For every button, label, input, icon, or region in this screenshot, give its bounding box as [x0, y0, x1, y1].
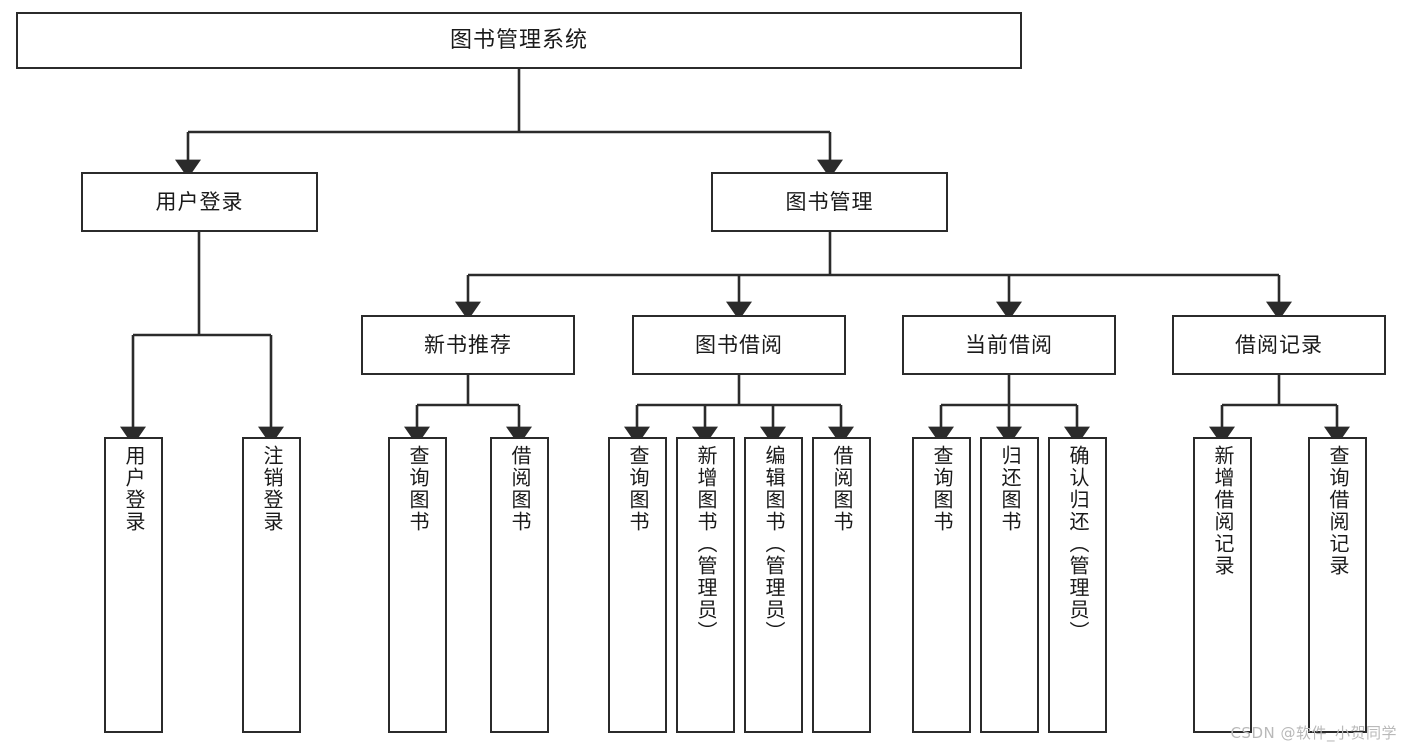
node-leaf-query-record[interactable]: 查询借阅记录: [1308, 437, 1367, 733]
node-leaf-query-book-3-label: 查询图书: [930, 445, 954, 533]
node-leaf-borrow-book-1[interactable]: 借阅图书: [490, 437, 549, 733]
node-leaf-query-book-1-label: 查询图书: [406, 445, 430, 533]
node-leaf-borrow-book-2[interactable]: 借阅图书: [812, 437, 871, 733]
node-leaf-query-book-2-label: 查询图书: [626, 445, 650, 533]
node-book-borrow[interactable]: 图书借阅: [632, 315, 846, 375]
node-borrow-record-label: 借阅记录: [1235, 332, 1323, 357]
node-root-system-label: 图书管理系统: [449, 27, 588, 53]
node-user-login[interactable]: 用户登录: [81, 172, 318, 232]
node-leaf-edit-book-label: 编辑图书（管理员）: [762, 445, 786, 643]
node-leaf-user-logout-label: 注销登录: [260, 445, 284, 533]
node-leaf-add-record[interactable]: 新增借阅记录: [1193, 437, 1252, 733]
node-leaf-user-logout[interactable]: 注销登录: [242, 437, 301, 733]
node-leaf-query-book-2[interactable]: 查询图书: [608, 437, 667, 733]
csdn-watermark: CSDN @软件_小贺同学: [1230, 724, 1397, 742]
node-leaf-query-book-3[interactable]: 查询图书: [912, 437, 971, 733]
node-leaf-edit-book[interactable]: 编辑图书（管理员）: [744, 437, 803, 733]
node-leaf-add-book[interactable]: 新增图书（管理员）: [676, 437, 735, 733]
node-leaf-confirm-return[interactable]: 确认归还（管理员）: [1048, 437, 1107, 733]
node-leaf-user-login-label: 用户登录: [122, 445, 146, 533]
node-leaf-borrow-book-2-label: 借阅图书: [830, 445, 854, 533]
node-book-borrow-label: 图书借阅: [695, 332, 783, 357]
node-current-borrow-label: 当前借阅: [965, 332, 1053, 357]
node-borrow-record[interactable]: 借阅记录: [1172, 315, 1386, 375]
node-leaf-add-book-label: 新增图书（管理员）: [694, 445, 718, 643]
node-root-system[interactable]: 图书管理系统: [16, 12, 1022, 69]
node-leaf-query-record-label: 查询借阅记录: [1326, 445, 1350, 577]
node-leaf-borrow-book-1-label: 借阅图书: [508, 445, 532, 533]
node-leaf-return-book[interactable]: 归还图书: [980, 437, 1039, 733]
node-leaf-query-book-1[interactable]: 查询图书: [388, 437, 447, 733]
node-leaf-user-login[interactable]: 用户登录: [104, 437, 163, 733]
node-book-manage[interactable]: 图书管理: [711, 172, 948, 232]
node-new-book-recommend-label: 新书推荐: [424, 332, 512, 357]
node-leaf-return-book-label: 归还图书: [998, 445, 1022, 533]
node-current-borrow[interactable]: 当前借阅: [902, 315, 1116, 375]
node-new-book-recommend[interactable]: 新书推荐: [361, 315, 575, 375]
node-leaf-confirm-return-label: 确认归还（管理员）: [1066, 445, 1090, 643]
node-book-manage-label: 图书管理: [785, 189, 874, 214]
node-user-login-label: 用户登录: [155, 189, 244, 214]
node-leaf-add-record-label: 新增借阅记录: [1211, 445, 1235, 577]
